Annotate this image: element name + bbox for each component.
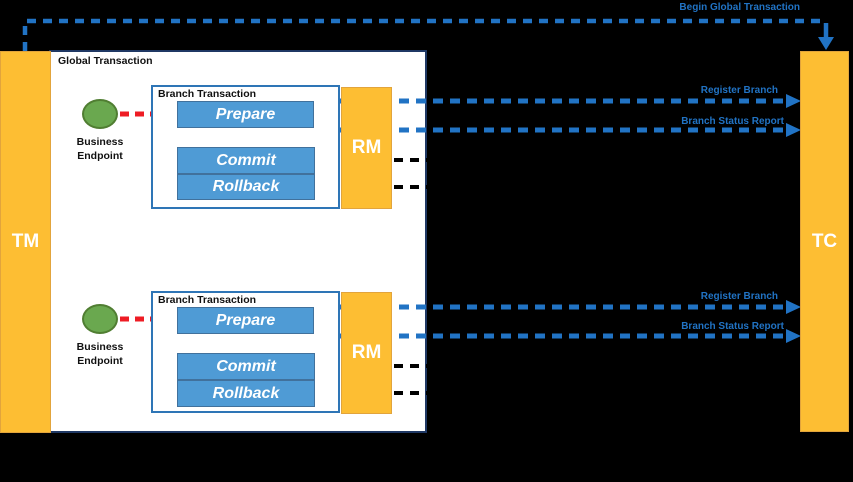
tc-label: TC [811,230,838,252]
business-endpoint-circle [82,99,118,129]
branch-status-report-label: Branch Status Report [681,116,784,127]
prepare-box: Prepare [177,307,314,334]
business-endpoint-label: Business Endpoint [76,341,124,367]
register-branch-label: Register Branch [700,291,778,302]
business-endpoint-circle [82,304,118,334]
prepare-label: Prepare [215,105,276,123]
rm-label: RM [351,137,382,158]
branch-status-report-label: Branch Status Report [681,321,784,332]
commit-box: Commit [177,353,315,380]
begin-global-transaction-arrow [22,18,834,51]
rollback-label: Rollback [212,384,280,402]
register-branch-arrow [314,94,801,108]
branch-status-report-arrow [314,329,801,343]
tm-label: TM [11,231,40,252]
global-transaction-title: Global Transaction [58,55,153,67]
commit-label: Commit [216,357,276,375]
branch-transaction-title: Branch Transaction [158,88,257,100]
rollback-box: Rollback [177,174,315,200]
prepare-label: Prepare [215,311,276,329]
commit-label: Commit [216,151,276,169]
branch-transaction-title: Branch Transaction [158,294,257,306]
tm-bar: TM [0,51,51,433]
commit-box: Commit [177,147,315,174]
begin-global-transaction-label: Begin Global Transaction [679,2,800,13]
prepare-box: Prepare [177,101,314,128]
business-endpoint-label: Business Endpoint [76,136,124,162]
register-branch-label: Register Branch [700,85,778,96]
rm-label: RM [351,342,382,363]
register-branch-arrow [314,300,801,314]
tc-bar: TC [800,51,849,432]
branch-status-report-arrow [314,123,801,137]
rm-box: RM [341,87,392,209]
rm-box: RM [341,292,392,414]
rollback-box: Rollback [177,380,315,407]
rollback-label: Rollback [212,178,280,195]
